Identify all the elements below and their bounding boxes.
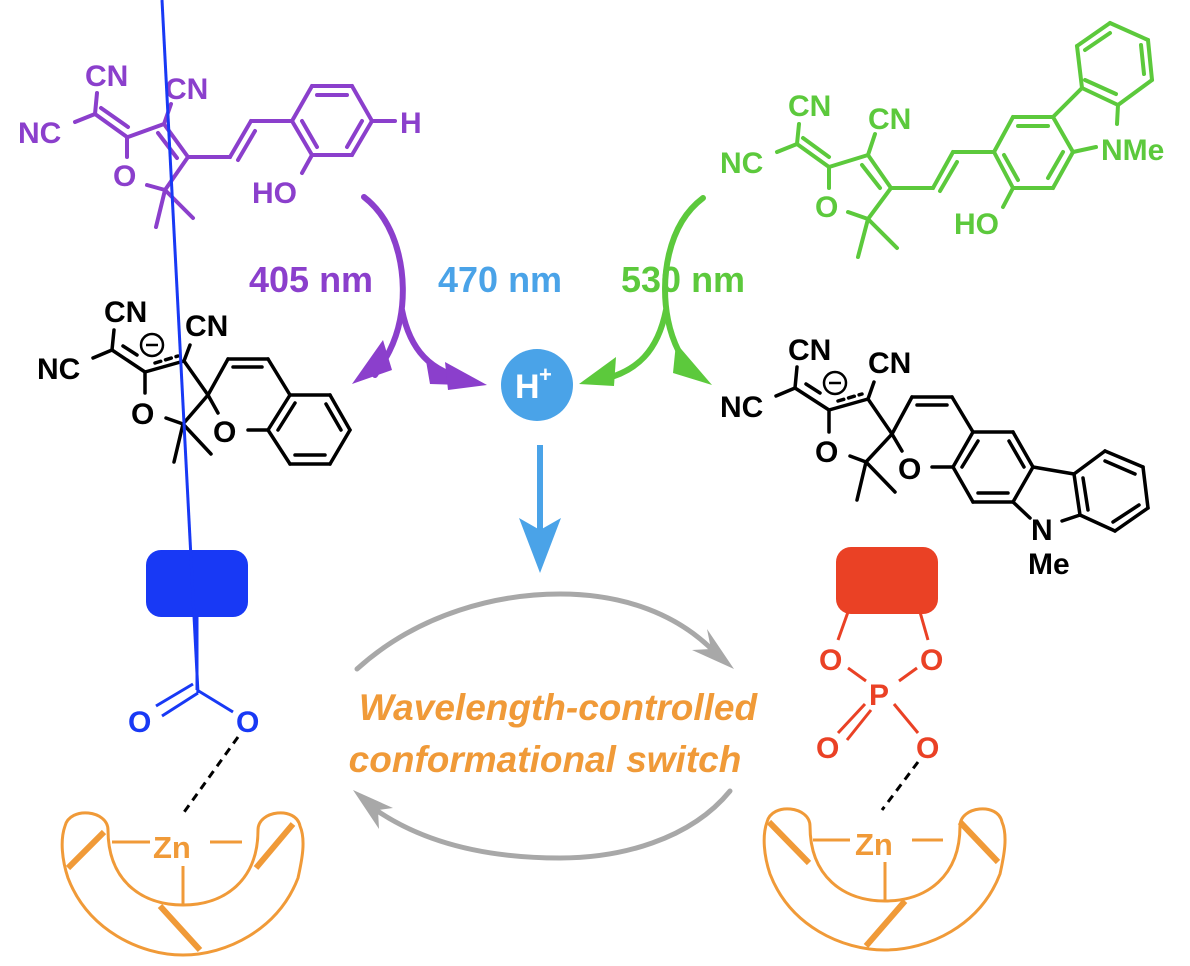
left-charge-circle: [139, 332, 165, 358]
cycle-arrowhead-top: [692, 629, 734, 669]
left-spiropyran: [91, 328, 352, 466]
proton-h: H: [515, 368, 540, 406]
cycle-arrows: [354, 591, 733, 861]
left-cn-right: CN: [185, 310, 228, 343]
green-o-ring: O: [815, 191, 838, 224]
cycle-arrowhead-bottom: [353, 790, 393, 829]
violet-cn-right: CN: [165, 73, 208, 106]
green-arrowhead-right: [673, 343, 712, 385]
green-cn-right: CN: [868, 103, 911, 136]
wavelength-530: 530 nm: [621, 259, 745, 300]
phosphate-bonds: [836, 611, 930, 741]
left-o-ring: O: [131, 398, 154, 431]
right-charge-circle: [822, 370, 848, 396]
right-cn-top: CN: [788, 334, 831, 367]
phosphate-o-4: O: [916, 732, 939, 765]
right-o-ring: O: [815, 436, 838, 469]
wavelength-470: 470 nm: [438, 259, 562, 300]
proton-circle: [501, 349, 573, 421]
left-cn-top: CN: [104, 296, 147, 329]
caption-line-1: Wavelength-controlled: [359, 687, 759, 728]
violet-arrowhead-left: [352, 340, 392, 384]
violet-o-ring: O: [113, 160, 136, 193]
violet-cn-top: CN: [85, 60, 128, 93]
blue-substrate-block: [146, 550, 248, 617]
green-arrowhead-left: [579, 357, 616, 386]
violet-nc: NC: [18, 117, 61, 150]
left-o-pyran: O: [213, 416, 236, 449]
left-host-wall-marks: [65, 822, 296, 953]
blue-down-arrowhead: [519, 518, 561, 573]
violet-h: H: [400, 107, 422, 140]
right-n: N: [1031, 514, 1053, 547]
carboxylate-o-left: O: [128, 706, 151, 739]
wavelength-405: 405 nm: [249, 259, 373, 300]
right-zinc-label: Zn: [855, 827, 893, 862]
carboxylate-bonds: [155, 0, 234, 718]
right-cn-right: CN: [868, 347, 911, 380]
red-substrate-block: [836, 547, 938, 614]
green-cn-top: CN: [788, 90, 831, 123]
right-nc: NC: [720, 391, 763, 424]
right-o-pyran: O: [898, 453, 921, 486]
green-open-merocyanine: [775, 21, 1154, 259]
right-zinc-porphyrin-host: [762, 807, 1007, 952]
green-nme: NMe: [1101, 134, 1164, 167]
green-nc: NC: [720, 147, 763, 180]
phosphate-o-3: O: [816, 732, 839, 765]
proton-charge: +: [539, 362, 552, 387]
violet-open-merocyanine: [73, 84, 397, 229]
right-me: Me: [1028, 548, 1070, 581]
right-spiropyran: [774, 365, 1150, 533]
left-zinc-label: Zn: [153, 830, 191, 865]
green-ho: HO: [954, 208, 999, 241]
phosphate-o-2: O: [920, 644, 943, 677]
right-host-wall-marks: [766, 819, 1001, 948]
violet-ho: HO: [252, 177, 297, 210]
phosphate-p: P: [869, 679, 889, 712]
left-coordination-bond: [180, 736, 240, 816]
left-nc: NC: [37, 353, 80, 386]
carboxylate-o-right: O: [236, 706, 259, 739]
phosphate-o-1: O: [819, 644, 842, 677]
caption-line-2: conformational switch: [349, 739, 742, 780]
right-coordination-bond: [880, 761, 920, 811]
left-zinc-porphyrin-host: [60, 811, 305, 957]
